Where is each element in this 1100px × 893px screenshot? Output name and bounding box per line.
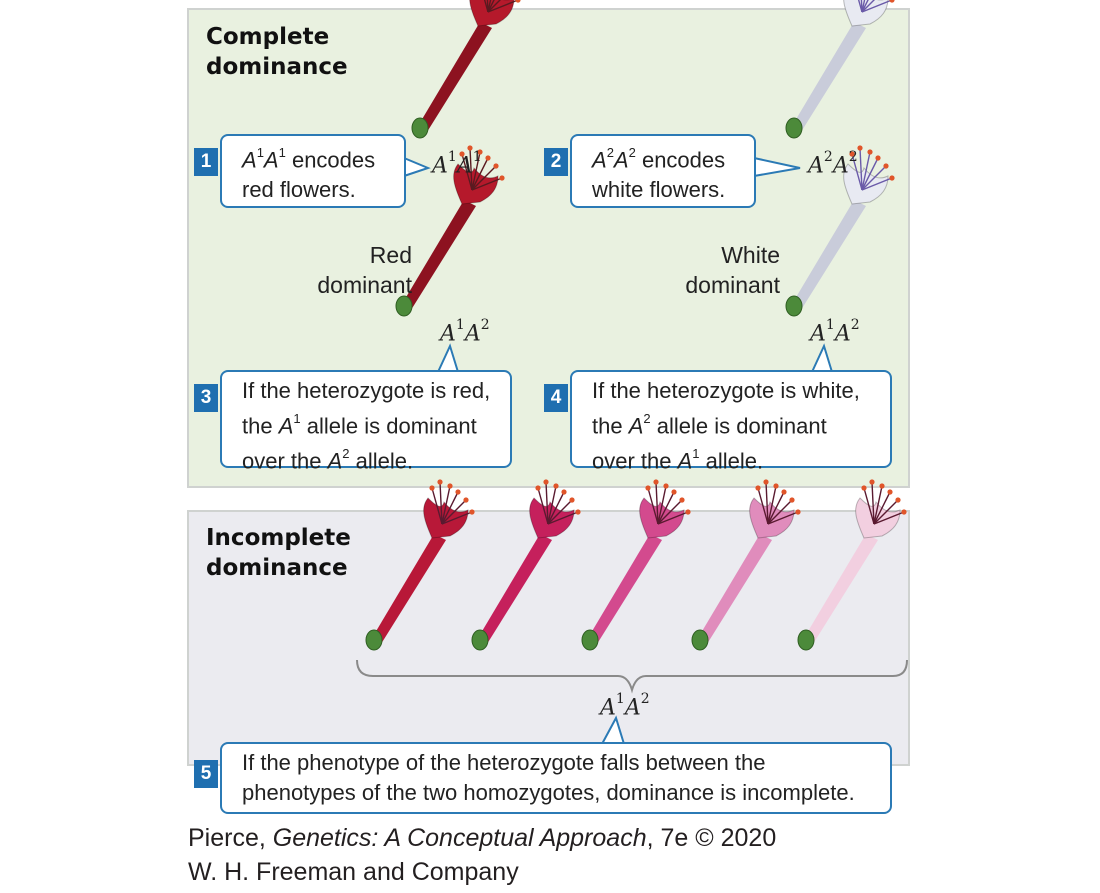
callout-5: If the phenotype of the heterozygote fal…	[220, 742, 892, 814]
genotype-heterozygote-white: A1A2	[810, 317, 860, 347]
callout-5-line-1: If the phenotype of the heterozygote fal…	[242, 750, 766, 775]
callout-3-line-3: over the A2 allele.	[242, 446, 414, 474]
credit-line-1: Pierce, Genetics: A Conceptual Approach,…	[188, 824, 777, 852]
genotype-white-homozygote: A2A2	[808, 149, 858, 179]
step-2-badge: 2	[544, 148, 568, 176]
step-4-badge: 4	[544, 384, 568, 412]
callout-1-pointer	[403, 157, 431, 177]
credit-line-2: W. H. Freeman and Company	[188, 858, 519, 886]
incomplete-flower-5	[797, 479, 907, 651]
callout-3-pointer	[437, 343, 459, 373]
complete-dominance-title: Complete dominance	[206, 24, 348, 80]
callout-4-line-3: over the A1 allele.	[592, 446, 764, 474]
white-homozygote-flower	[785, 0, 895, 139]
red-homozygote-flower	[411, 0, 521, 139]
callout-5-line-2: phenotypes of the two homozygotes, domin…	[242, 780, 855, 805]
incomplete-flower-4	[691, 479, 801, 651]
bracket	[356, 659, 908, 694]
genotype-red-homozygote: A1A1	[432, 149, 482, 179]
callout-3: If the heterozygote is red, the A1 allel…	[220, 370, 512, 474]
callout-1: A1A1 encodes red flowers.	[220, 134, 406, 208]
callout-2: A2A2 encodes white flowers.	[570, 134, 756, 208]
incomplete-flower-2	[471, 479, 581, 651]
callout-4-pointer	[811, 343, 833, 373]
callout-2-line-2: white flowers.	[592, 177, 726, 203]
callout-3-line-1: If the heterozygote is red,	[242, 378, 491, 403]
step-3-badge: 3	[194, 384, 218, 412]
red-dominant-label: Red dominant	[317, 242, 412, 298]
step-1-badge: 1	[194, 148, 218, 176]
incomplete-flower-1	[365, 479, 475, 651]
callout-1-line-2: red flowers.	[242, 177, 356, 203]
callout-4-line-2: the A2 allele is dominant	[592, 411, 827, 439]
callout-1-line-1: A1A1 encodes	[242, 145, 376, 173]
callout-3-line-2: the A1 allele is dominant	[242, 411, 477, 439]
incomplete-flower-3	[581, 479, 691, 651]
callout-5-pointer	[601, 715, 625, 745]
step-5-badge: 5	[194, 760, 218, 788]
callout-2-line-1: A2A2 encodes	[592, 145, 726, 173]
red-dominant-heterozygote-flower	[395, 145, 505, 317]
callout-2-pointer	[753, 157, 801, 177]
incomplete-dominance-title: Incomplete dominance	[206, 525, 351, 581]
flowers-layer	[365, 0, 907, 651]
white-dominant-label: White dominant	[685, 242, 780, 298]
genotype-heterozygote-red: A1A2	[440, 317, 490, 347]
white-dominant-heterozygote-flower	[785, 145, 895, 317]
incomplete-dominance-panel	[187, 510, 910, 766]
callout-4: If the heterozygote is white, the A2 all…	[570, 370, 892, 474]
genotype-heterozygote-incomplete: A1A2	[600, 691, 650, 721]
callout-4-line-1: If the heterozygote is white,	[592, 378, 860, 403]
